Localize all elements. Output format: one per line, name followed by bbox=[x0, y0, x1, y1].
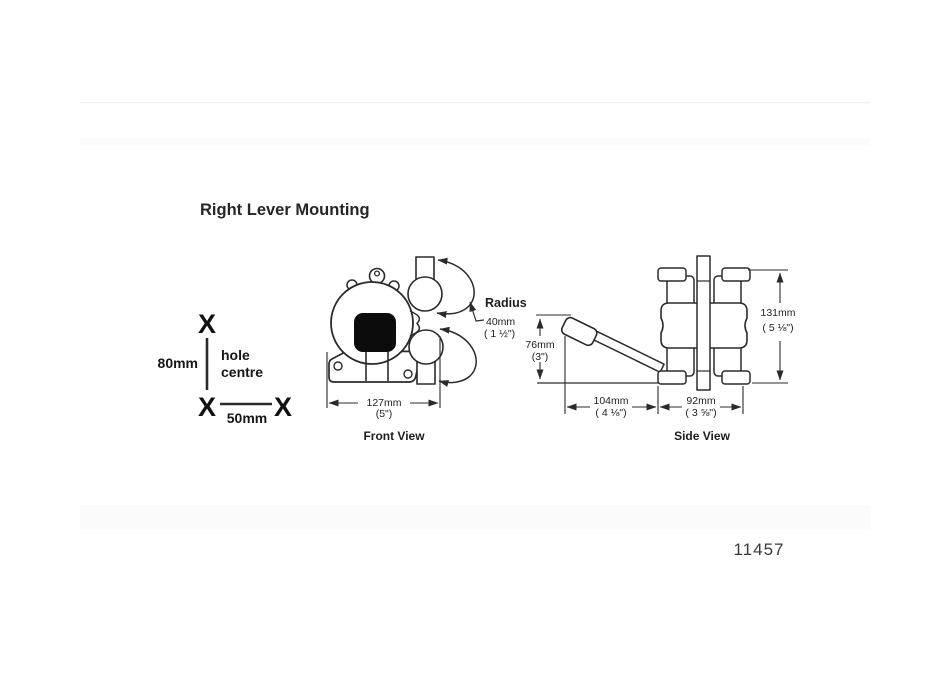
reach-mm-label: 104mm bbox=[593, 395, 628, 407]
x-mark-top: X bbox=[198, 309, 216, 339]
side-view: 76mm (3") 131mm ( 5 ⅛") 104mm ( 4 ⅛") 92… bbox=[525, 255, 796, 443]
hole-centre-label-line1: hole bbox=[221, 347, 250, 363]
front-view: Radius 40mm ( 1 ½") 127mm (5") Front Vie… bbox=[326, 256, 527, 443]
page-title: Right Lever Mounting bbox=[200, 201, 370, 219]
hole-centre-label-line2: centre bbox=[221, 364, 263, 380]
ear-hole bbox=[373, 270, 381, 277]
lever-height-mm-label: 76mm bbox=[525, 339, 554, 351]
faint-top-band bbox=[80, 138, 870, 145]
x-mark-bottom-right: X bbox=[274, 392, 292, 422]
base-hole-left bbox=[333, 361, 343, 371]
side-view-caption: Side View bbox=[674, 429, 730, 443]
lever-knob-bottom bbox=[408, 329, 444, 365]
radius-sweep-arc-bottom bbox=[438, 326, 477, 387]
lever-knob-top bbox=[407, 276, 443, 312]
radius-leader-line bbox=[469, 301, 485, 322]
height-in-label: ( 5 ⅛") bbox=[762, 322, 793, 334]
lever-pad bbox=[354, 313, 396, 352]
reach-in-label: ( 4 ⅛") bbox=[595, 407, 626, 419]
width-in-label: (5") bbox=[376, 408, 393, 420]
top-tab-right bbox=[721, 267, 751, 282]
width-mm-label: 127mm bbox=[366, 397, 401, 409]
body-width-in-label: ( 3 ⅝") bbox=[685, 407, 716, 419]
center-column bbox=[696, 255, 711, 391]
knob-notch bbox=[409, 310, 421, 337]
top-tab-left bbox=[657, 267, 687, 282]
hole-centre-diagram: X X X 80mm hole centre 50mm bbox=[158, 309, 292, 426]
figure-number: 11457 bbox=[733, 540, 784, 559]
lever-stub-down bbox=[416, 361, 436, 385]
vertical-dim-label: 80mm bbox=[158, 355, 198, 371]
body-width-mm-label: 92mm bbox=[686, 395, 715, 407]
front-view-caption: Front View bbox=[363, 429, 425, 443]
bottom-tab-left bbox=[657, 370, 687, 385]
x-mark-bottom-left: X bbox=[198, 392, 216, 422]
radius-mm-label: 40mm bbox=[486, 316, 515, 328]
radius-label: Radius bbox=[485, 296, 527, 310]
base-hole-right bbox=[403, 369, 413, 379]
bottom-tab-right bbox=[721, 370, 751, 385]
height-mm-label: 131mm bbox=[760, 307, 795, 319]
lever-shaft bbox=[589, 329, 665, 373]
faint-bottom-band bbox=[80, 505, 870, 529]
faint-top-rule bbox=[80, 102, 870, 104]
page-artifacts bbox=[80, 102, 870, 529]
radius-in-label: ( 1 ½") bbox=[484, 328, 515, 340]
lever-height-in-label: (3") bbox=[532, 351, 549, 363]
horizontal-dim-label: 50mm bbox=[227, 410, 267, 426]
radius-sweep-arc-top bbox=[436, 257, 475, 319]
lever-grip bbox=[560, 316, 598, 347]
